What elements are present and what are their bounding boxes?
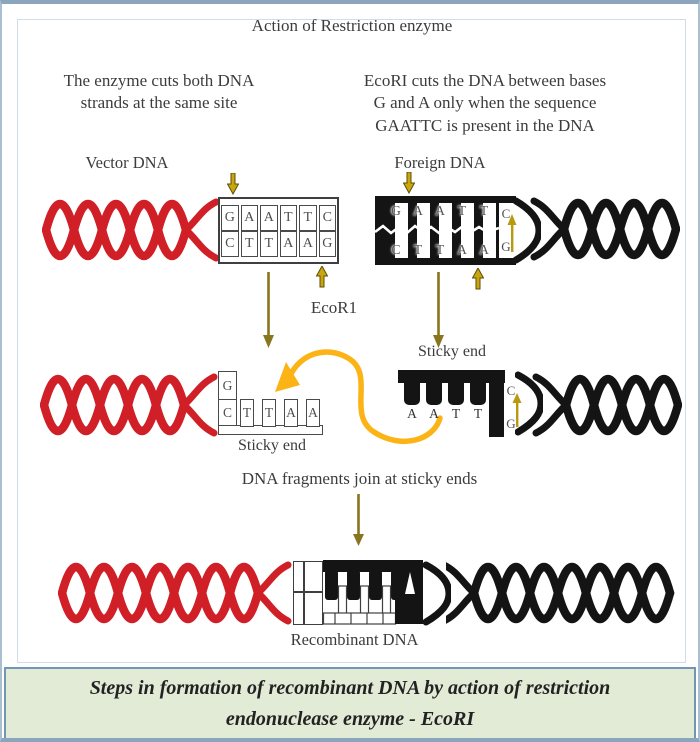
base-letter: G <box>506 416 516 431</box>
recombinant-joint-cap <box>423 561 451 626</box>
recombinant-foreign-helix <box>446 562 675 624</box>
base-letter: G <box>391 203 401 218</box>
base-cell: T <box>240 230 258 257</box>
foreign-fragment-tooth <box>404 382 420 405</box>
cut-site-arrow-up-icon <box>472 268 484 290</box>
join-curve-arrow-icon <box>275 349 443 444</box>
recombinant-dna-label: Recombinant DNA <box>290 630 419 649</box>
note-left-line2: strands at the same site <box>80 93 238 113</box>
base-letter: T <box>451 406 461 421</box>
cut-site-arrow-up-small-icon <box>512 393 522 427</box>
base-cell: C <box>221 230 239 257</box>
foreign-top-strand: G A A T T <box>389 203 491 219</box>
process-arrow-down-icon <box>263 272 274 348</box>
cut-site-arrow-down-icon <box>403 172 415 194</box>
caption-line1: Steps in formation of recombinant DNA by… <box>89 677 611 699</box>
enzyme-label: EcoR1 <box>310 298 358 317</box>
note-right-line2: G and A only when the sequence <box>373 93 597 113</box>
cut-site-arrow-up-small-icon <box>507 214 517 252</box>
base-cell: T <box>279 204 297 231</box>
cut-zigzag-icon <box>375 224 499 235</box>
base-letter: T <box>457 203 467 218</box>
base-cell: A <box>284 399 298 427</box>
foreign-fragment-helix <box>532 373 682 437</box>
base-letter: C <box>506 383 516 398</box>
base-cell: A <box>306 399 320 427</box>
recombinant-vector-helix <box>58 561 292 625</box>
foreign-sequence-box: G A A T T C T T A A <box>375 196 499 265</box>
vector-dna-helix <box>42 198 220 262</box>
note-right-line3: GAATTC is present in the DNA <box>375 115 595 135</box>
process-arrow-down-icon <box>433 272 444 348</box>
base-letter: A <box>413 203 423 218</box>
base-letter: T <box>479 203 489 218</box>
base-letter: T <box>473 406 483 421</box>
foreign-dna-label: Foreign DNA <box>394 153 486 172</box>
base-letter: T <box>435 242 445 257</box>
base-cell: C <box>318 204 336 231</box>
base-cell: A <box>260 204 278 231</box>
foreign-fragment-bar <box>398 370 505 383</box>
base-cell: G <box>318 230 336 257</box>
diagram-title: Action of Restriction enzyme <box>251 16 453 35</box>
cut-site-arrow-down-icon <box>227 173 239 195</box>
recombinant-joint-left <box>293 561 323 625</box>
base-letter: G <box>501 239 511 254</box>
vector-top-strand: G A A T T C <box>221 204 336 231</box>
figure-caption: Steps in formation of recombinant DNA by… <box>4 667 696 738</box>
caption-line2: endonuclease enzyme - EcoRI <box>225 708 475 730</box>
sticky-end-label-right: Sticky end <box>418 343 486 360</box>
base-letter: A <box>457 242 467 257</box>
foreign-fragment-column <box>489 370 504 437</box>
base-cell: G <box>218 371 237 400</box>
cut-site-arrow-up-icon <box>316 266 328 288</box>
sticky-end-label-left: Sticky end <box>238 437 306 454</box>
vector-fragment-helix <box>40 373 218 437</box>
base-cell: A <box>279 230 297 257</box>
recombinant-joint-keys <box>323 560 423 625</box>
vector-sequence-box: G A A T T C C T T A A G <box>218 197 339 264</box>
base-letter: A <box>429 406 439 421</box>
foreign-dna-helix <box>530 197 680 261</box>
vector-dna-label: Vector DNA <box>85 153 169 172</box>
note-right-line1: EcoRI cuts the DNA between bases <box>363 71 607 90</box>
foreign-fragment-tooth <box>448 382 464 405</box>
note-left: The enzyme cuts both DNA strands at the … <box>30 70 288 115</box>
base-letter: T <box>413 242 423 257</box>
foreign-fragment-tooth <box>470 382 486 405</box>
foreign-fragment-tooth <box>426 382 442 405</box>
note-left-line1: The enzyme cuts both DNA <box>63 71 255 90</box>
base-cell: T <box>260 230 278 257</box>
base-cell: A <box>240 204 258 231</box>
foreign-bottom-strand: C T T A A <box>389 242 491 258</box>
base-letter: A <box>479 242 489 257</box>
base-cell: G <box>221 204 239 231</box>
note-right: EcoRI cuts the DNA between bases G and A… <box>354 70 616 137</box>
join-text: DNA fragments join at sticky ends <box>241 469 478 488</box>
foreign-box-cap <box>513 197 541 264</box>
base-letter: A <box>407 406 417 421</box>
process-arrow-down-icon <box>353 494 364 546</box>
base-letter: A <box>435 203 445 218</box>
foreign-fragment-cap <box>515 371 543 436</box>
base-cell: C <box>218 399 237 427</box>
base-cell: T <box>240 399 254 427</box>
base-cell: T <box>299 204 317 231</box>
base-cell: T <box>262 399 276 427</box>
base-letter: C <box>501 206 511 221</box>
vector-bottom-strand: C T T A A G <box>221 230 336 257</box>
base-cell: A <box>299 230 317 257</box>
base-letter: C <box>391 242 401 257</box>
